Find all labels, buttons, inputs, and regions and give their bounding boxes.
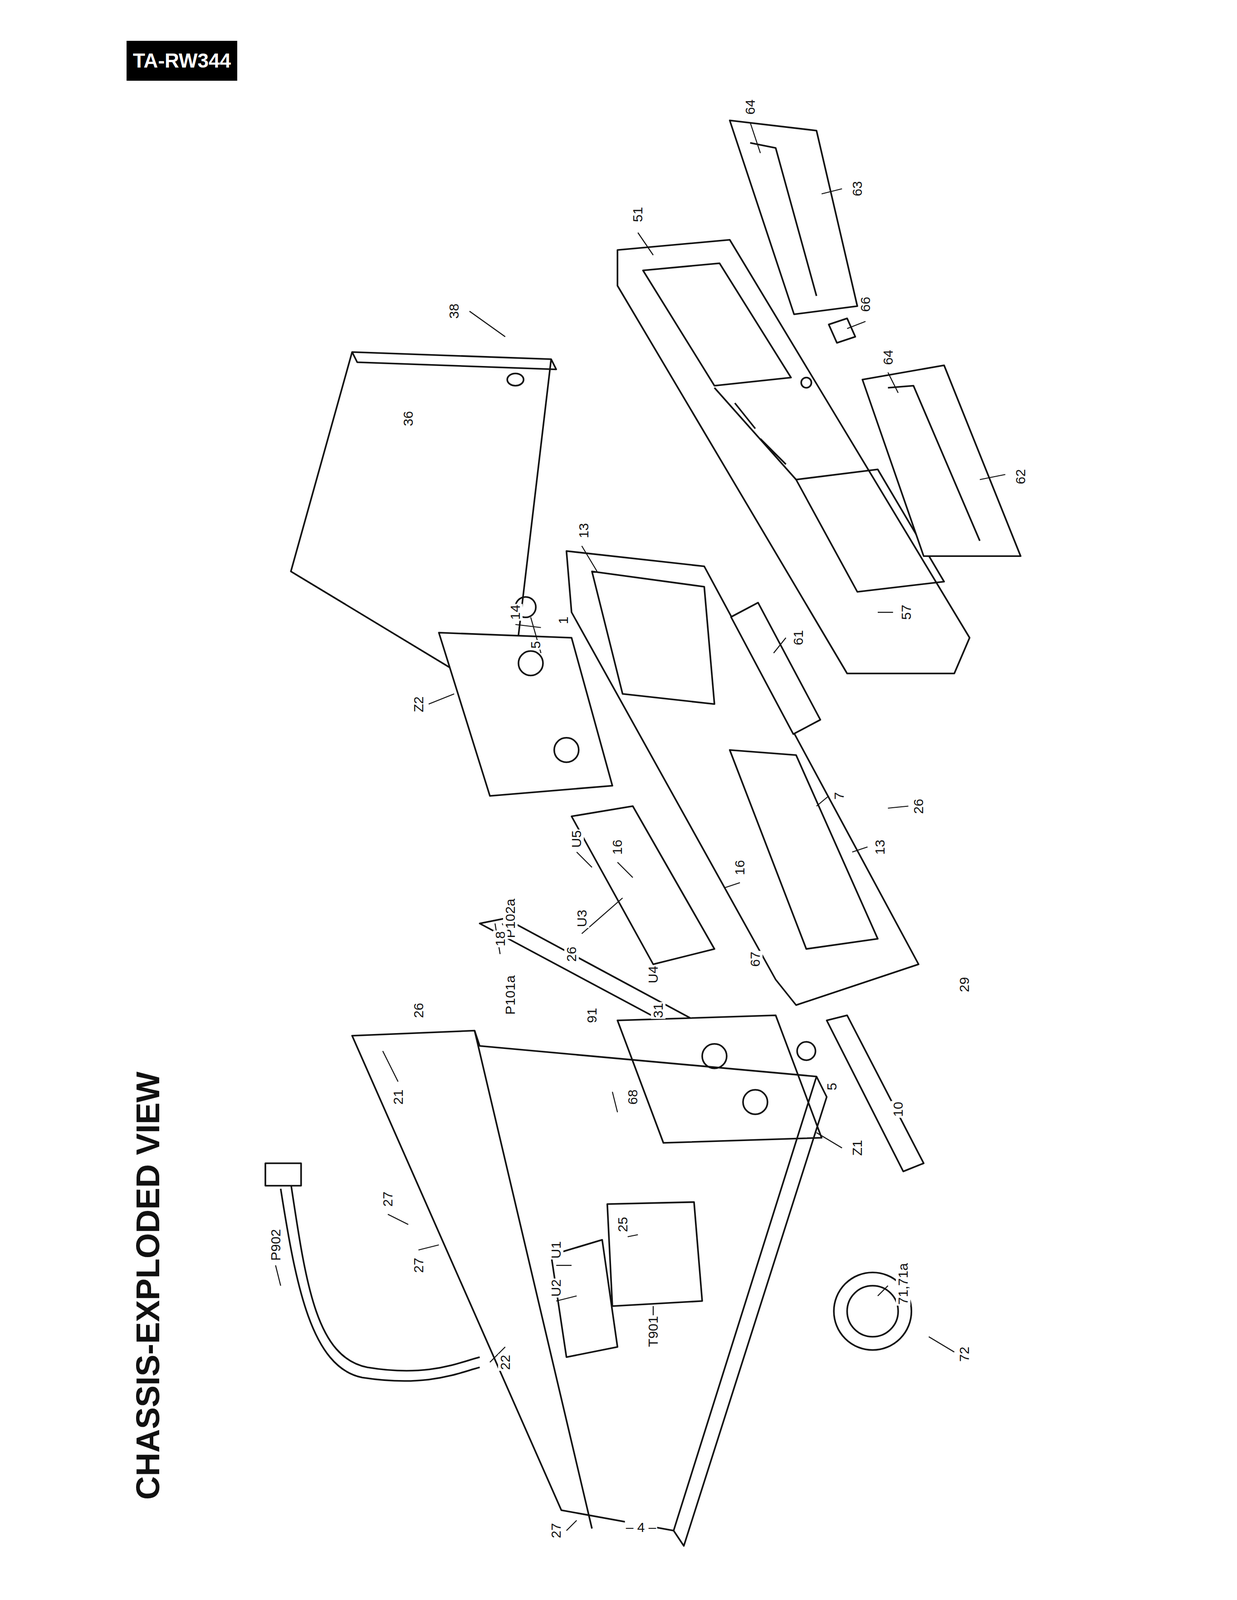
callout-number: 26 bbox=[411, 1002, 426, 1019]
callout-number: 10 bbox=[890, 1100, 906, 1118]
callout-number: 27 bbox=[380, 1190, 396, 1208]
callout-number: 64 bbox=[743, 98, 758, 116]
cassette-door bbox=[729, 120, 858, 315]
cassette-door bbox=[862, 365, 1021, 557]
callout-number: U5 bbox=[569, 829, 584, 849]
panel-knob-hole bbox=[801, 377, 812, 389]
tape-mechanism bbox=[439, 632, 613, 797]
door-window bbox=[888, 386, 981, 542]
model-badge: TA-RW344 bbox=[126, 40, 238, 81]
callout-number: 36 bbox=[400, 410, 416, 427]
callout-number: 66 bbox=[858, 295, 873, 313]
callout-number: 21 bbox=[391, 1088, 406, 1106]
callout-number: 62 bbox=[1013, 468, 1028, 485]
callout-number: 67 bbox=[748, 950, 763, 968]
panel-window bbox=[643, 263, 792, 387]
power-cord bbox=[290, 1183, 480, 1372]
callout-number: 91 bbox=[584, 1007, 600, 1024]
callout-number: 26 bbox=[911, 797, 926, 815]
knob bbox=[828, 318, 856, 343]
callout-number: 5 bbox=[528, 640, 543, 651]
callout-number: 18 bbox=[493, 930, 508, 948]
reel bbox=[702, 1044, 727, 1069]
cassette-holder bbox=[591, 571, 715, 705]
screw-hole bbox=[507, 373, 524, 387]
power-transformer bbox=[607, 1202, 703, 1307]
callout-number: 71,71a bbox=[895, 1262, 911, 1306]
chassis-edge bbox=[474, 1031, 827, 1547]
callout-number: 26 bbox=[564, 945, 579, 963]
callout-number: 5 bbox=[824, 1082, 840, 1092]
reel bbox=[554, 738, 579, 763]
callout-number: U1 bbox=[548, 1240, 564, 1260]
leader-lines bbox=[275, 122, 1006, 1531]
callout-number: 7 bbox=[831, 791, 847, 802]
tape-mechanism bbox=[617, 1015, 822, 1144]
callout-number: 61 bbox=[791, 629, 806, 647]
front-frame bbox=[566, 551, 919, 1006]
callout-number: U2 bbox=[548, 1278, 564, 1298]
callout-number: 72 bbox=[957, 1345, 972, 1363]
callout-number: 16 bbox=[732, 859, 748, 876]
bottom-chassis bbox=[352, 1031, 817, 1532]
panel-controls bbox=[714, 387, 797, 480]
power-cord bbox=[280, 1188, 480, 1382]
callout-number: 27 bbox=[548, 1522, 564, 1540]
plug bbox=[265, 1163, 302, 1187]
callout-number: 13 bbox=[872, 838, 888, 856]
callout-number: P101a bbox=[503, 974, 518, 1016]
callout-number: 1 bbox=[556, 616, 571, 626]
callout-number: 14 bbox=[508, 603, 523, 621]
callout-number: 68 bbox=[625, 1088, 641, 1106]
callout-number: 22 bbox=[498, 1354, 513, 1371]
callout-number: 64 bbox=[880, 348, 896, 366]
display-window bbox=[731, 602, 821, 735]
callout-number: T901 bbox=[645, 1315, 661, 1349]
reel bbox=[518, 651, 543, 676]
cover-edge bbox=[352, 352, 557, 370]
reel bbox=[743, 1090, 768, 1115]
callout-number: 51 bbox=[630, 205, 646, 223]
callout-number: U3 bbox=[574, 909, 590, 929]
callout-number: 13 bbox=[576, 522, 592, 539]
callout-number: 25 bbox=[615, 1216, 631, 1233]
callout-number: 29 bbox=[957, 976, 972, 994]
callout-number: 63 bbox=[850, 180, 865, 198]
circuit-board bbox=[571, 806, 715, 965]
callout-number: Z2 bbox=[411, 695, 426, 714]
cassette-holder bbox=[729, 750, 878, 950]
door-window bbox=[750, 142, 817, 297]
callout-number: 27 bbox=[411, 1256, 426, 1274]
callout-number: P902 bbox=[268, 1228, 284, 1262]
diagram-title: CHASSIS-EXPLODED VIEW bbox=[131, 1071, 165, 1501]
page-number: – 4 – bbox=[625, 1520, 658, 1536]
callout-number: 57 bbox=[899, 603, 914, 621]
part-5 bbox=[796, 1041, 816, 1061]
callout-number: U4 bbox=[645, 965, 661, 985]
callout-number: 38 bbox=[446, 303, 462, 320]
foot-inner bbox=[847, 1285, 899, 1338]
callout-number: Z1 bbox=[850, 1139, 865, 1158]
callout-number: 16 bbox=[610, 838, 625, 856]
callout-number: 31 bbox=[650, 1002, 666, 1019]
